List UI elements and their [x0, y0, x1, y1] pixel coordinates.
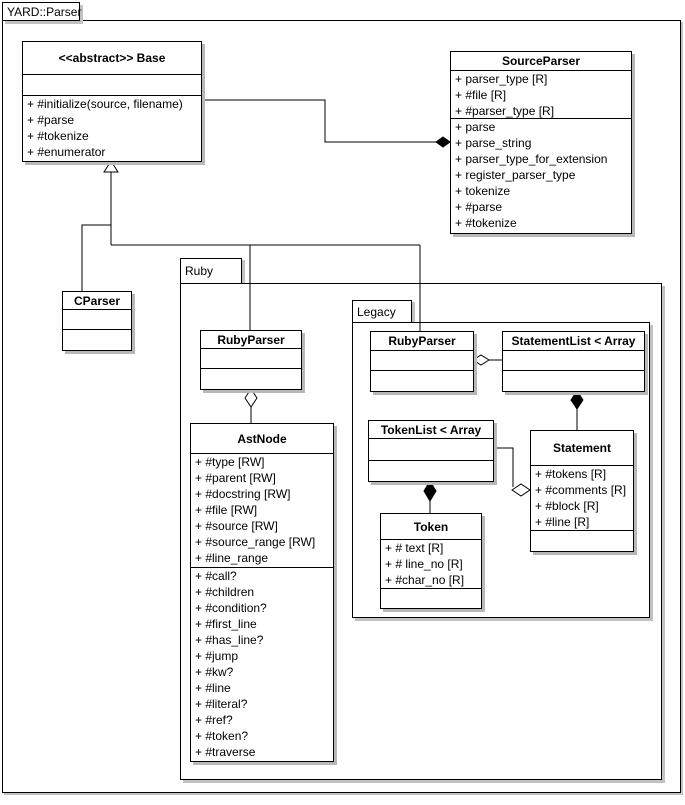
filled-diamond-icon: [570, 390, 584, 410]
method-row: + #has_line?: [195, 633, 264, 647]
attribute-row: + #file [R]: [455, 88, 507, 102]
diagram-title-tab: YARD::Parser: [2, 2, 82, 21]
aggregation-rubyparser-statementlist: [472, 354, 502, 366]
attribute-row: + #source [RW]: [195, 519, 278, 533]
attribute-row: + #docstring [RW]: [195, 487, 291, 501]
class-ast-node: AstNode + #type [RW] + #parent [RW] + #d…: [190, 423, 334, 762]
attributes-section: [371, 351, 473, 371]
methods-section: [381, 589, 481, 608]
class-cparser: CParser: [62, 291, 132, 351]
package-legacy-label: Legacy: [357, 304, 396, 319]
class-name: AstNode: [191, 424, 333, 454]
attributes-section: [23, 75, 201, 96]
aggregation-rubyparser-astnode: [244, 388, 258, 423]
diagram-title: YARD::Parser: [7, 4, 82, 19]
filled-diamond-icon: [435, 136, 451, 148]
methods-section: + parse + parse_string + parser_type_for…: [451, 119, 631, 233]
class-legacy-ruby-parser: RubyParser: [370, 331, 474, 392]
attributes-section: + parser_type [R] + #file [R] + #parser_…: [451, 71, 631, 119]
attribute-row: + #parent [RW]: [195, 471, 276, 485]
attribute-row: + #comments [R]: [535, 483, 627, 497]
method-row: + #condition?: [195, 601, 267, 615]
methods-section: [63, 330, 131, 350]
attributes-section: + #type [RW] + #parent [RW] + #docstring…: [191, 454, 333, 568]
generalization-tree: [81, 160, 421, 331]
attribute-row: + #char_no [R]: [385, 573, 465, 587]
method-row: + #initialize(source, filename): [27, 97, 183, 111]
methods-section: [503, 371, 644, 391]
filled-diamond-icon: [423, 480, 437, 502]
methods-section: [531, 531, 633, 551]
method-row: + #token?: [195, 729, 249, 743]
attribute-row: + #source_range [RW]: [195, 535, 316, 549]
method-row: + tokenize: [455, 184, 511, 198]
package-ruby-label: Ruby: [185, 264, 214, 278]
composition-base-sourceparser: [200, 99, 451, 148]
method-row: + parse_string: [455, 136, 532, 150]
attributes-section: [201, 349, 301, 369]
methods-section: [371, 371, 473, 391]
method-row: + #tokenize: [27, 129, 89, 143]
attribute-row: + #line_range: [195, 551, 269, 565]
class-token-list: TokenList < Array: [368, 420, 494, 482]
method-row: + #tokenize: [455, 216, 517, 230]
methods-section: [201, 369, 301, 389]
method-row: + #jump: [195, 649, 239, 663]
attribute-row: + #line [R]: [535, 515, 590, 529]
class-source-parser: SourceParser + parser_type [R] + #file […: [450, 51, 632, 234]
composition-statementlist-statement: [570, 390, 584, 430]
methods-section: + #call? + #children + #condition? + #fi…: [191, 568, 333, 761]
class-name: CParser: [63, 292, 131, 310]
attribute-row: + #parser_type [R]: [455, 104, 555, 118]
attribute-row: + # text [R]: [385, 541, 444, 555]
class-name: RubyParser: [201, 331, 301, 349]
attribute-row: + #tokens [R]: [535, 467, 607, 481]
class-name: SourceParser: [451, 52, 631, 71]
attributes-section: [63, 310, 131, 330]
method-row: + #first_line: [195, 617, 257, 631]
attribute-row: + #type [RW]: [195, 455, 265, 469]
method-row: + #literal?: [195, 697, 248, 711]
class-statement-list: StatementList < Array: [502, 331, 645, 392]
class-name: RubyParser: [371, 332, 473, 351]
composition-tokenlist-token: [423, 480, 437, 513]
hollow-diamond-icon: [244, 388, 258, 408]
class-token: Token + # text [R] + # line_no [R] + #ch…: [380, 513, 482, 609]
method-row: + parser_type_for_extension: [455, 152, 608, 166]
methods-section: + #initialize(source, filename) + #parse…: [23, 96, 201, 161]
attributes-section: [503, 351, 644, 371]
class-name: TokenList < Array: [369, 421, 493, 439]
method-row: + #traverse: [195, 745, 256, 759]
method-row: + #parse: [455, 200, 503, 214]
inheritance-triangle-icon: [103, 160, 119, 173]
method-row: + #kw?: [195, 665, 234, 679]
attribute-row: + # line_no [R]: [385, 557, 463, 571]
class-ruby-parser: RubyParser: [200, 330, 302, 390]
hollow-diamond-icon: [472, 354, 490, 366]
method-row: + #call?: [195, 569, 237, 583]
attribute-row: + #block [R]: [535, 499, 599, 513]
attribute-row: + #file [RW]: [195, 503, 258, 517]
class-name: <<abstract>> Base: [23, 42, 201, 75]
class-name: Token: [381, 514, 481, 540]
method-row: + #ref?: [195, 713, 233, 727]
method-row: + #children: [195, 585, 255, 599]
method-row: + #parse: [27, 113, 75, 127]
method-row: + #line: [195, 681, 231, 695]
method-row: + #enumerator: [27, 145, 106, 159]
attribute-row: + parser_type [R]: [455, 72, 548, 86]
hollow-diamond-icon: [511, 483, 531, 497]
class-name: StatementList < Array: [503, 332, 644, 351]
method-row: + register_parser_type: [455, 168, 576, 182]
method-row: + parse: [455, 120, 496, 134]
attributes-section: + # text [R] + # line_no [R] + #char_no …: [381, 540, 481, 589]
attributes-section: + #tokens [R] + #comments [R] + #block […: [531, 466, 633, 531]
class-name: Statement: [531, 431, 633, 466]
class-statement: Statement + #tokens [R] + #comments [R] …: [530, 430, 634, 552]
methods-section: [369, 461, 493, 481]
class-abstract-base: <<abstract>> Base + #initialize(source, …: [22, 41, 202, 162]
attributes-section: [369, 439, 493, 461]
aggregation-tokenlist-statement: [492, 447, 531, 497]
